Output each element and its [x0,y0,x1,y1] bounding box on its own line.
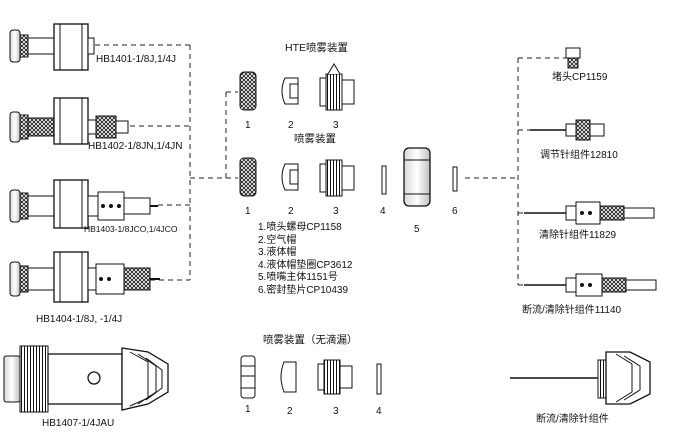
hb1407-gun [3,345,169,413]
label-hb1404: HB1404-1/8J, -1/4J [36,314,123,325]
part-number: 1 [245,120,251,131]
cleanout-needle-part [524,201,655,225]
title-hte-assembly: HTE喷雾装置 [285,42,348,54]
part-number: 3 [333,206,339,217]
part-number: 3 [333,406,339,417]
legend-item: 5.喷嘴主体1151号 [258,272,338,283]
label-plug: 堵头CP1159 [552,72,608,83]
hb1402-gun [9,97,129,145]
connector-lines [95,44,566,286]
label-adjust-needle: 调节针组件12810 [540,150,618,161]
part-number: 2 [288,120,294,131]
legend-item: 2.空气帽 [258,234,297,246]
adjust-needle-part [530,119,605,141]
hb1403-gun [9,179,158,229]
label-hb1401: HB1401-1/8J,1/4J [96,54,177,65]
title-spray-assembly: 喷雾装置 [294,133,336,145]
title-no-drip-assembly: 喷雾装置（无滴漏） [263,334,358,346]
label-shutoff-cleanout: 断流/清除针组件 [536,414,609,425]
part-number: 2 [287,406,293,417]
hte-assembly-parts [239,63,355,111]
part-number: 3 [333,120,339,131]
parts-legend: 1.喷头螺母CP1158 2.空气帽 3.液体帽 4.液体帽垫圈CP3612 5… [258,222,352,297]
label-hb1403: HB1403-1/8JCO,1/4JCO [84,224,178,234]
shutoff-cleanout-11140-part [524,273,657,297]
label-hb1402: HB1402-1/8JN,1/4JN [88,141,183,152]
legend-item: 4.液体帽垫圈CP3612 [258,259,353,271]
part-number: 1 [245,404,251,415]
no-drip-assembly-parts [240,355,382,399]
spray-assembly-parts [239,147,458,207]
shutoff-cleanout-part [510,351,651,405]
part-number: 2 [288,206,294,217]
part-number: 4 [380,206,386,217]
hb1404-gun [9,251,160,303]
legend-item: 3.液体帽 [258,247,297,258]
label-shutoff-cleanout-11140: 断流/清除针组件11140 [522,305,622,316]
plug-part [565,47,581,69]
hb1401-gun [9,23,95,71]
legend-item: 6.密封垫片CP10439 [258,284,349,296]
part-number: 4 [376,406,382,417]
legend-item: 1.喷头螺母CP1158 [258,222,342,233]
part-number: 1 [245,206,251,217]
label-cleanout-needle: 清除针组件11829 [539,230,617,241]
label-hb1407: HB1407-1/4JAU [42,418,115,429]
part-number: 5 [414,224,420,235]
part-number: 6 [452,206,458,217]
